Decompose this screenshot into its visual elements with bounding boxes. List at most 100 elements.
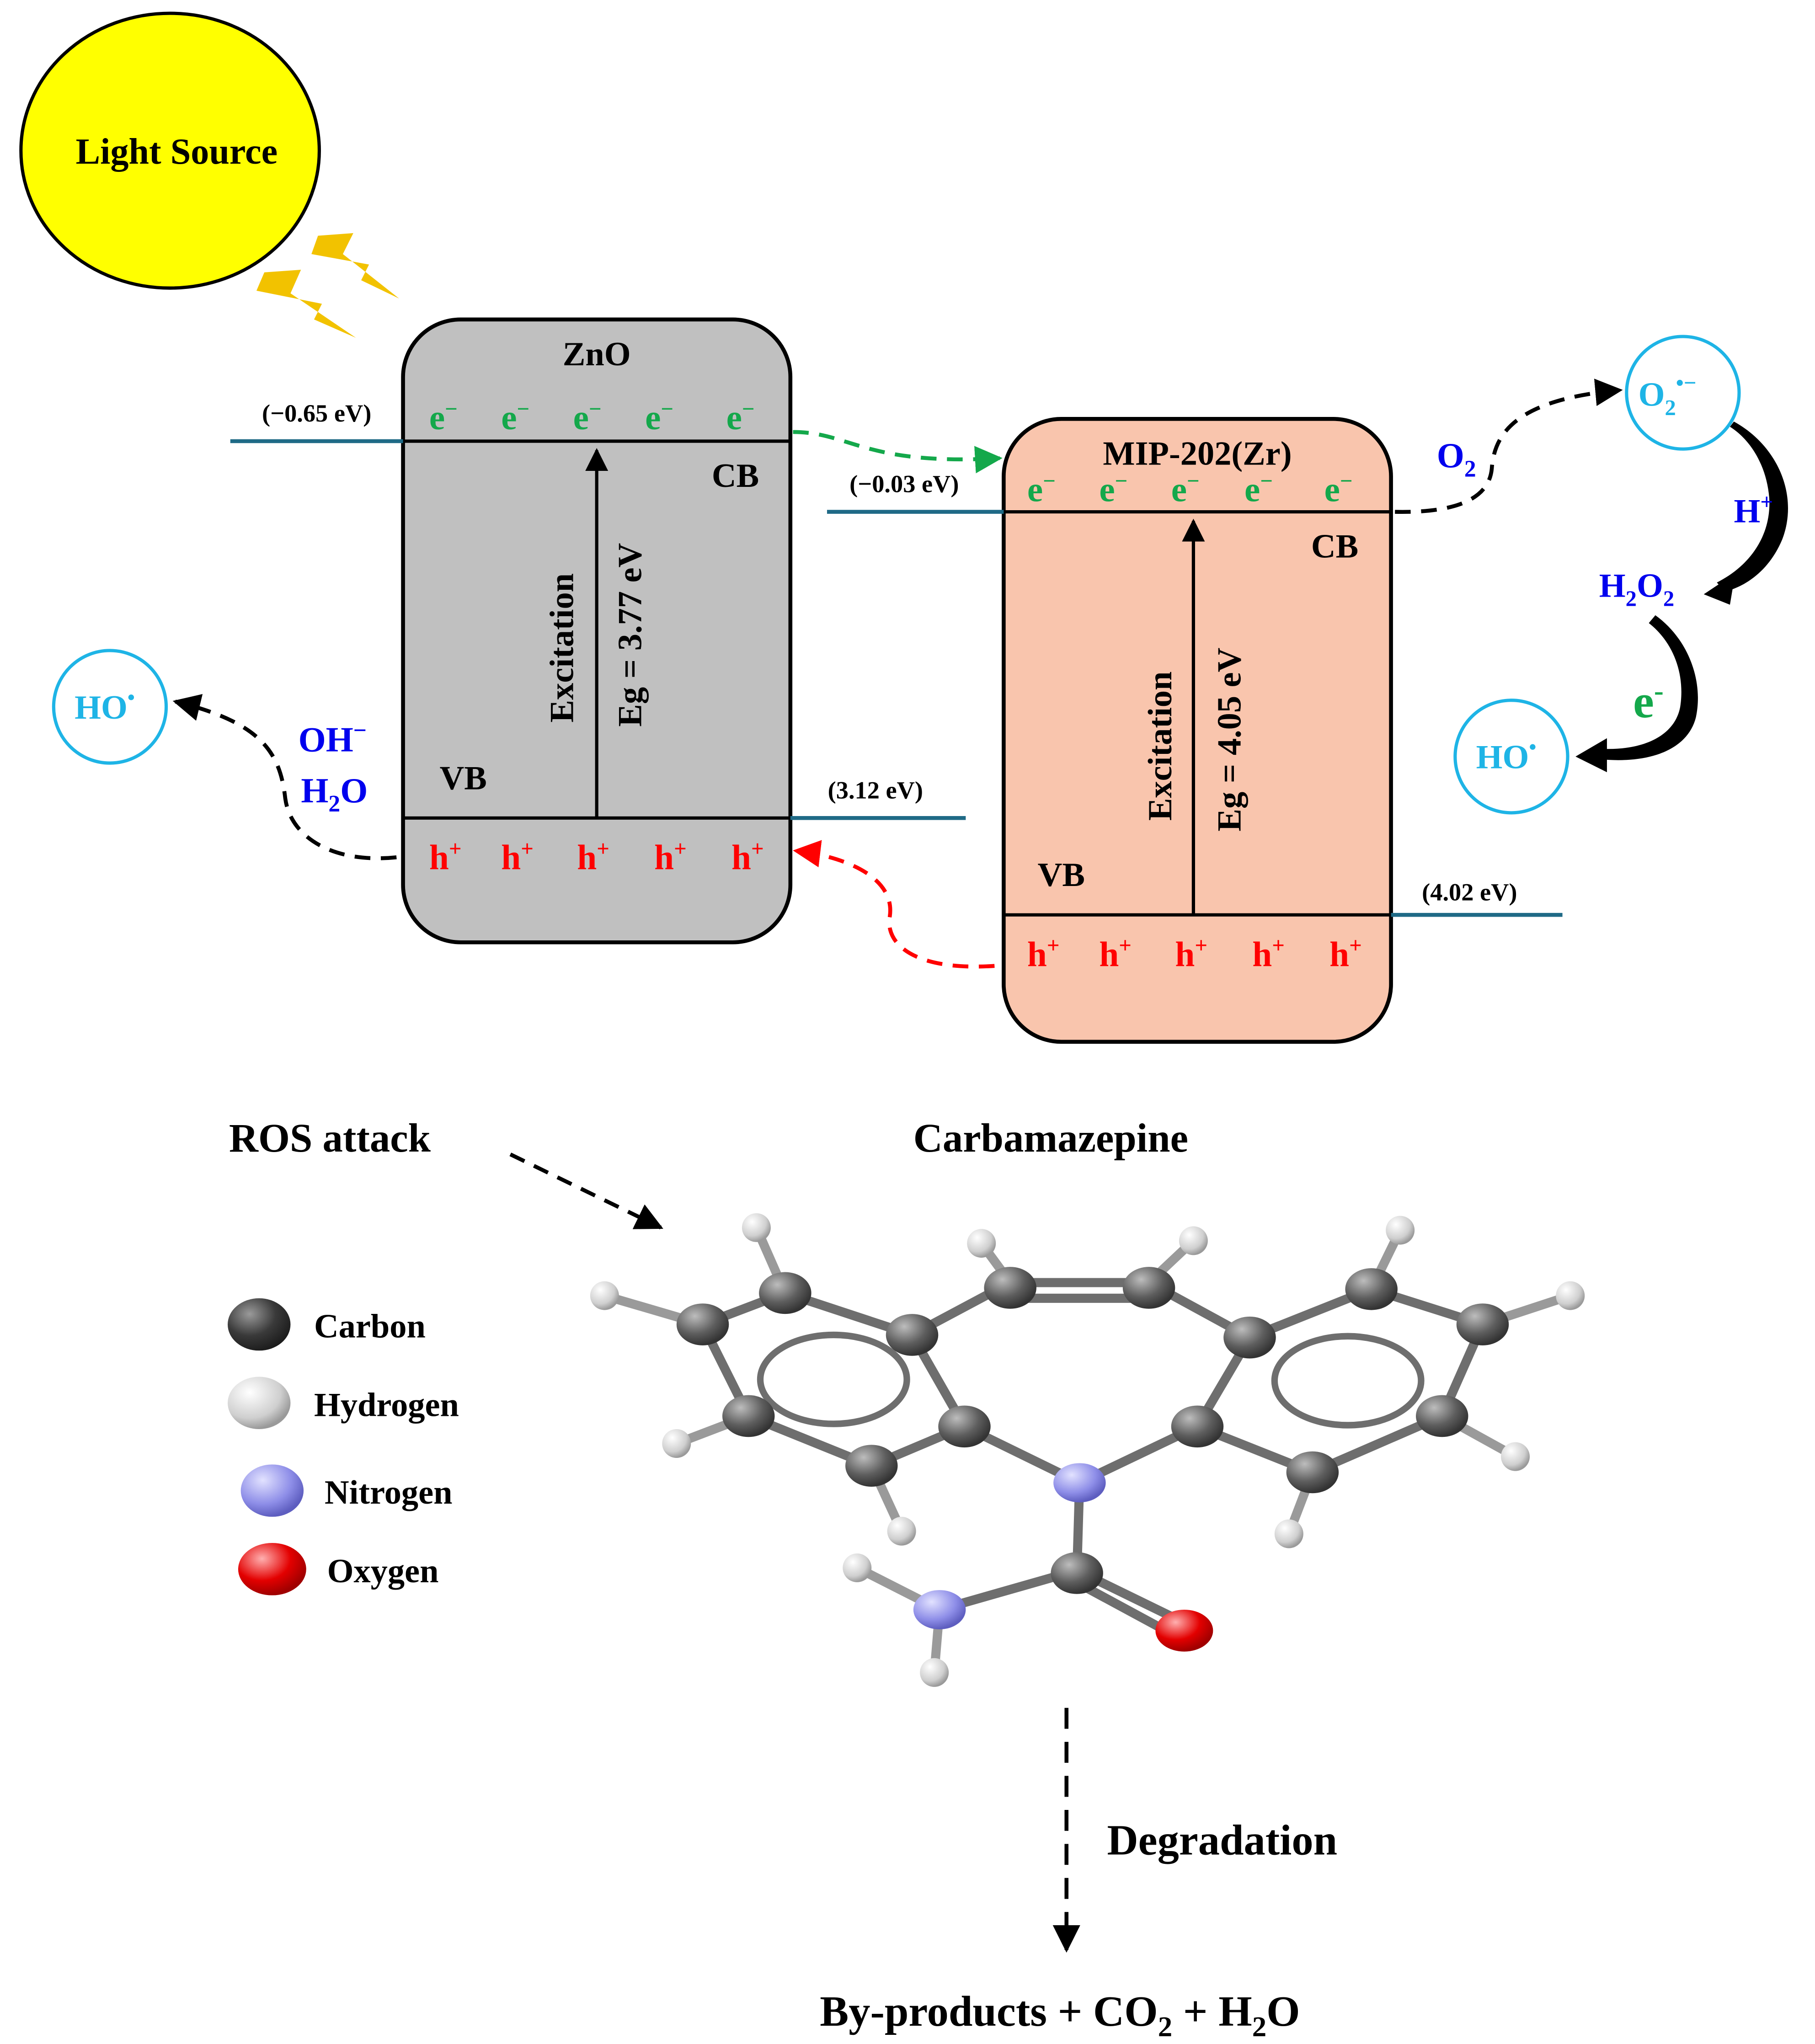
- carbon-atom: [845, 1445, 898, 1487]
- ho-radical-circle: [52, 649, 168, 765]
- carbon-atom: [759, 1272, 811, 1314]
- mip-cb-label: CB: [1311, 528, 1358, 566]
- carbon-atom: [1416, 1395, 1468, 1437]
- carbon-atom: [1051, 1552, 1103, 1594]
- hole: h+: [1099, 933, 1132, 974]
- zno-cb-label: CB: [712, 457, 759, 495]
- hydrogen-atom: [1501, 1442, 1530, 1471]
- zno-vb-energy: (3.12 eV): [828, 776, 923, 804]
- nitrogen-legend-icon: [240, 1464, 304, 1517]
- right-benzene-ring: [1190, 1284, 1489, 1478]
- mip-cb-energy: (−0.03 eV): [849, 470, 959, 498]
- left-reaction: HO• OH− H2O: [52, 649, 397, 860]
- hydrogen-atom: [920, 1658, 949, 1687]
- hydrogen-atom: [742, 1213, 771, 1242]
- carbon-atom: [1286, 1451, 1339, 1494]
- molecule-name: Carbamazepine: [913, 1116, 1188, 1161]
- zno-bandgap-label: Eg = 3.77 eV: [612, 543, 649, 727]
- oxygen-legend-icon: [238, 1543, 306, 1596]
- hydrogen-legend-icon: [228, 1377, 291, 1430]
- hole: h+: [1175, 933, 1207, 974]
- hole: h+: [731, 836, 764, 877]
- electron: e−: [1324, 469, 1353, 509]
- electron: e−: [645, 397, 673, 438]
- electron: e−: [1027, 469, 1056, 509]
- hole: h+: [1329, 933, 1362, 974]
- carbon-atom: [1171, 1405, 1224, 1448]
- light-source-label: Light Source: [76, 132, 278, 172]
- legend-hydrogen-label: Hydrogen: [314, 1386, 459, 1424]
- hole: h+: [1027, 933, 1060, 974]
- mip-vb-label: VB: [1038, 856, 1085, 894]
- nitrogen-atom: [913, 1590, 966, 1629]
- hydrogen-atom: [1179, 1226, 1208, 1255]
- hole: h+: [654, 836, 687, 877]
- ho-radical-circle-right: [1453, 699, 1569, 815]
- curved-arrow-h2o2-to-ho: [1599, 615, 1698, 760]
- arrowhead: [1703, 573, 1735, 605]
- oxygen-atom: [1155, 1610, 1213, 1652]
- legend-carbon-label: Carbon: [314, 1308, 426, 1345]
- aromatic-circle: [1271, 1333, 1425, 1429]
- lightning-bolt-icon: [311, 233, 399, 299]
- electron: e−: [1244, 469, 1273, 509]
- mip-bandgap-label: Eg = 4.05 eV: [1211, 648, 1248, 832]
- curved-arrow-superoxide-to-h2o2: [1717, 422, 1788, 592]
- arrowhead: [1575, 738, 1607, 773]
- aromatic-circle: [757, 1331, 910, 1427]
- mip-holes: h+ h+ h+ h+ h+: [1027, 933, 1362, 974]
- carbon-atom: [984, 1267, 1036, 1309]
- h2o-label: H2O: [301, 771, 368, 817]
- electron-transfer-arrow: [793, 430, 1003, 474]
- carbon-atom: [886, 1314, 939, 1356]
- o2-label: O2: [1437, 436, 1476, 482]
- mip-box: [1002, 417, 1393, 1044]
- oh-minus-label: OH−: [299, 718, 367, 759]
- zno-cb-energy: (−0.65 eV): [262, 400, 371, 427]
- electron: e−: [501, 397, 529, 438]
- electron: e−: [1171, 469, 1200, 509]
- hole: h+: [429, 836, 462, 877]
- zno-title: ZnO: [563, 336, 631, 373]
- hydrogen-atom: [1556, 1281, 1585, 1310]
- superoxide-circle: [1625, 335, 1741, 451]
- carbon-atom: [1345, 1268, 1398, 1310]
- carbamazepine-molecule: [590, 1213, 1585, 1687]
- carbon-legend-icon: [228, 1298, 291, 1351]
- mip-title: MIP-202(Zr): [1103, 435, 1292, 473]
- zno-block: ZnO CB VB (−0.65 eV) (3.12 eV) Excitatio…: [230, 317, 966, 945]
- degradation-label: Degradation: [1107, 1816, 1337, 1864]
- zno-holes: h+ h+ h+ h+ h+: [429, 836, 764, 877]
- oxidation-arrow: [172, 694, 397, 860]
- electron: e−: [429, 397, 458, 438]
- mip-vb-energy: (4.02 eV): [1422, 879, 1517, 906]
- hydrogen-atom: [887, 1516, 916, 1546]
- right-reaction: O2 O2•− H+ H2O2 e- HO•: [1395, 335, 1788, 815]
- atom-legend: Carbon Hydrogen Nitrogen Oxygen: [228, 1298, 459, 1596]
- lightning-bolt-icon: [256, 270, 356, 338]
- carbon-atom: [722, 1395, 775, 1437]
- ros-attack-label: ROS attack: [229, 1116, 431, 1161]
- ho-radical-label-right: HO•: [1476, 735, 1537, 776]
- mip-block: MIP-202(Zr) CB VB (−0.03 eV) (4.02 eV) E…: [827, 417, 1563, 1044]
- sun-circle: [19, 11, 321, 290]
- mip-electrons: e− e− e− e− e−: [1027, 469, 1353, 509]
- electron: e−: [726, 397, 755, 438]
- carbon-atom: [676, 1303, 729, 1345]
- carbon-atom: [938, 1405, 991, 1448]
- hole: h+: [501, 836, 534, 877]
- hydrogen-atom: [590, 1281, 619, 1310]
- hydrogen-atom: [967, 1229, 996, 1258]
- ho-radical-label: HO•: [75, 685, 135, 726]
- electron: e−: [573, 397, 602, 438]
- hydrogen-atom: [1386, 1216, 1415, 1245]
- byproducts-label: By-products + CO2 + H2O: [820, 1988, 1300, 2042]
- hydrogen-atom: [843, 1553, 872, 1582]
- hydrogen-atom: [1274, 1519, 1303, 1548]
- hydrogen-atom: [662, 1429, 691, 1458]
- carbon-atom: [1456, 1303, 1509, 1345]
- carbon-atom: [1122, 1267, 1175, 1309]
- legend-nitrogen-label: Nitrogen: [325, 1474, 453, 1511]
